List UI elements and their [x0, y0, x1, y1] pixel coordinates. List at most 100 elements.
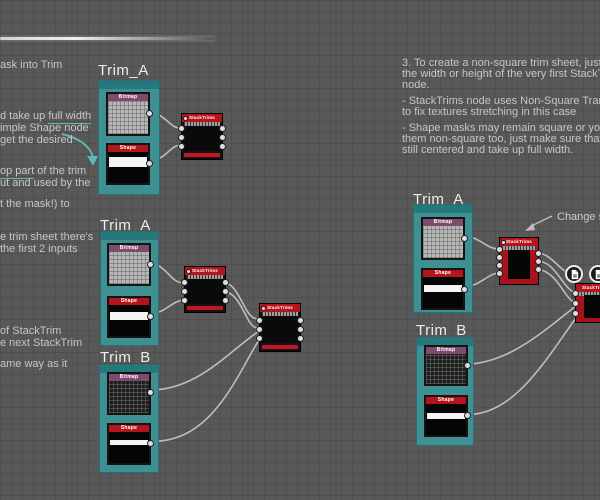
divider-line: [0, 37, 215, 40]
shape-node-header: Shape: [426, 397, 466, 404]
wire: [461, 304, 578, 365]
stacktrims-node[interactable]: StackTrims: [178, 113, 226, 160]
input-port[interactable]: [181, 279, 188, 286]
shape-node[interactable]: Shape: [424, 395, 471, 437]
shape-node-header: Shape: [109, 298, 149, 305]
note-line: op part of the trim: [0, 165, 87, 179]
input-port[interactable]: [496, 246, 503, 253]
stacktrims-node-header: StackTrims: [500, 238, 538, 246]
input-port[interactable]: [496, 254, 503, 261]
output-port[interactable]: [297, 317, 304, 324]
note-line: - StackTrims node uses Non-Square Transf…: [402, 95, 600, 107]
shape-node-header: Shape: [108, 145, 148, 152]
input-port[interactable]: [256, 326, 263, 333]
stacktrims-node-tall[interactable]: StackTrims: [496, 237, 542, 285]
output-port[interactable]: [147, 313, 154, 320]
shape-node[interactable]: Shape: [106, 143, 153, 185]
note-line: the width or height of the very first St…: [402, 68, 600, 80]
shape-thumbnail: [423, 277, 463, 308]
output-port[interactable]: [147, 261, 154, 268]
input-port[interactable]: [178, 143, 185, 150]
frame-header-band: [99, 81, 159, 89]
output-port[interactable]: [219, 134, 226, 141]
stacktrims-node-header: StackTrims: [185, 267, 225, 275]
output-node[interactable]: [589, 265, 600, 283]
frame-title: Trim_A: [98, 62, 149, 79]
output-port[interactable]: [147, 440, 154, 447]
input-port[interactable]: [178, 134, 185, 141]
output-port[interactable]: [222, 288, 229, 295]
shape-node-header: Shape: [423, 270, 463, 277]
change-size-label: Change size: [557, 211, 600, 223]
input-port[interactable]: [181, 288, 188, 295]
input-port[interactable]: [496, 262, 503, 269]
output-port[interactable]: [219, 125, 226, 132]
bitmap-thumbnail: [426, 354, 466, 384]
frame-header-band: [417, 338, 473, 346]
bitmap-node[interactable]: Bitmap: [424, 345, 471, 386]
output-port[interactable]: [464, 412, 471, 419]
wire: [145, 339, 260, 442]
output-port[interactable]: [219, 143, 226, 150]
note-line: still centered and take up full width.: [402, 144, 574, 156]
output-port[interactable]: [535, 258, 542, 265]
stacktrims-body: [182, 126, 222, 151]
bitmap-node[interactable]: Bitmap: [106, 92, 153, 136]
shape-thumbnail: [109, 305, 149, 336]
stacktrims-footer: [262, 345, 298, 349]
bitmap-node[interactable]: Bitmap: [421, 217, 468, 260]
input-port[interactable]: [572, 310, 579, 317]
header-port[interactable]: [501, 240, 506, 245]
header-port[interactable]: [186, 269, 191, 274]
stacktrims-node-header: StackTrims: [576, 284, 600, 292]
note-line: of StackTrim: [0, 325, 62, 337]
output-port[interactable]: [461, 235, 468, 242]
stacktrims-node[interactable]: StackTrims: [256, 303, 304, 352]
stacktrims-preview-strip: [578, 292, 600, 296]
output-port[interactable]: [222, 297, 229, 304]
note-line: - Shape masks may remain square or you c…: [402, 122, 600, 134]
header-port[interactable]: [183, 116, 188, 121]
note-line: t the mask!) to: [0, 198, 70, 210]
stacktrims-node-partial[interactable]: StackTrims: [572, 283, 600, 323]
input-port[interactable]: [496, 270, 503, 277]
shape-node[interactable]: Shape: [421, 268, 468, 310]
output-port[interactable]: [146, 110, 153, 117]
header-port[interactable]: [261, 306, 266, 311]
page-icon: [571, 269, 578, 279]
bitmap-thumbnail: [108, 101, 148, 134]
bitmap-node-header: Bitmap: [109, 245, 149, 252]
shape-thumbnail: [426, 404, 466, 435]
input-port[interactable]: [178, 125, 185, 132]
shape-node[interactable]: Shape: [107, 423, 154, 465]
shape-node-header: Shape: [109, 425, 149, 432]
output-port[interactable]: [297, 335, 304, 342]
bitmap-node-header: Bitmap: [423, 219, 463, 226]
bitmap-node[interactable]: Bitmap: [107, 372, 154, 415]
stacktrims-node[interactable]: StackTrims: [181, 266, 229, 313]
bitmap-node-header: Bitmap: [426, 347, 466, 354]
input-port[interactable]: [572, 290, 579, 297]
stacktrims-body: [584, 295, 600, 318]
output-port[interactable]: [461, 286, 468, 293]
output-port[interactable]: [464, 362, 471, 369]
output-node[interactable]: [565, 265, 583, 283]
output-port[interactable]: [222, 279, 229, 286]
note-line: to fix textures stretching in this case: [402, 106, 577, 118]
input-port[interactable]: [572, 300, 579, 307]
input-port[interactable]: [181, 297, 188, 304]
input-port[interactable]: [256, 335, 263, 342]
stacktrims-preview-strip: [262, 312, 298, 316]
input-port[interactable]: [256, 317, 263, 324]
stacktrims-body: [185, 279, 225, 304]
output-port[interactable]: [147, 389, 154, 396]
wire: [221, 290, 259, 329]
output-port[interactable]: [535, 266, 542, 273]
output-port[interactable]: [297, 326, 304, 333]
output-port[interactable]: [535, 250, 542, 257]
shape-node[interactable]: Shape: [107, 296, 154, 338]
output-port[interactable]: [146, 160, 153, 167]
note-line: e next StackTrim: [0, 337, 83, 349]
bitmap-node[interactable]: Bitmap: [107, 243, 154, 286]
